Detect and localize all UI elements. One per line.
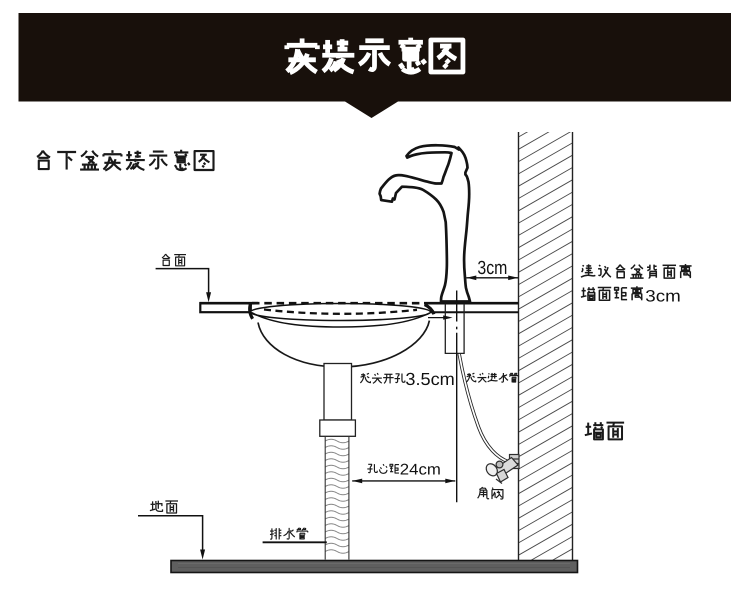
svg-text:3cm: 3cm: [477, 258, 507, 279]
svg-text:24cm: 24cm: [400, 461, 441, 478]
svg-text:3.5cm: 3.5cm: [405, 369, 454, 389]
svg-text:3cm: 3cm: [645, 287, 681, 305]
